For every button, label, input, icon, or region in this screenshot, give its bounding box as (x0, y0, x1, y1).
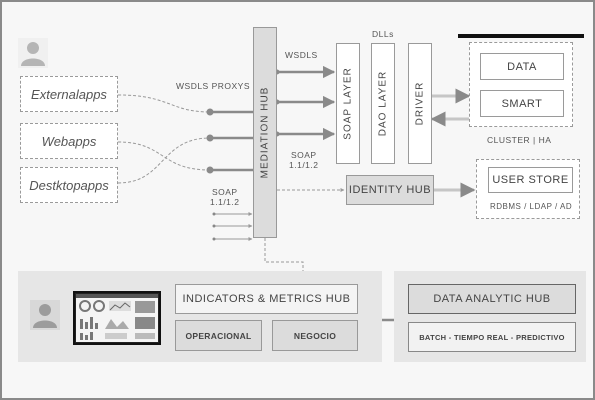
user-icon (30, 300, 60, 330)
soap-version-left: SOAP 1.1/1.2 (210, 187, 240, 207)
cluster-label: CLUSTER | HA (487, 135, 552, 145)
proxy-node (206, 134, 214, 142)
analytic-subtitle-box: BATCH - TIEMPO REAL - PREDICTIVO (408, 322, 576, 352)
header-bar (458, 34, 584, 38)
smart-box: SMART (480, 90, 564, 117)
user-store-subtitle: RDBMS / LDAP / AD (490, 202, 573, 211)
data-box: DATA (480, 53, 564, 80)
desktop-to-proxy-line (117, 137, 211, 184)
soap-layer: SOAP LAYER (336, 43, 360, 164)
identity-hub: IDENTITY HUB (346, 175, 434, 205)
user-store-box: USER STORE (488, 167, 573, 193)
dlls-label: DLLs (372, 29, 394, 39)
web-to-proxy-line (117, 141, 211, 171)
external-to-proxy-line (117, 94, 211, 113)
dashboard-thumbnail (73, 291, 161, 345)
operacional-box: OPERACIONAL (175, 320, 262, 351)
proxy-node (206, 166, 214, 174)
user-icon (18, 38, 48, 68)
driver-layer: DRIVER (408, 43, 432, 164)
soap-version-right: SOAP 1.1/1.2 (289, 150, 319, 170)
indicators-metrics-hub: INDICATORS & METRICS HUB (175, 284, 358, 314)
proxy-node (206, 108, 214, 116)
web-apps-box: Webapps (20, 123, 118, 159)
mediation-hub: MEDIATION HUB (253, 27, 277, 238)
wsdls-proxys-label: WSDLS PROXYS (176, 81, 251, 91)
external-apps-box: Externalapps (20, 76, 118, 112)
desktop-apps-box: Destktopapps (20, 167, 118, 203)
negocio-box: NEGOCIO (272, 320, 358, 351)
data-analytic-hub: DATA ANALYTIC HUB (408, 284, 576, 314)
dao-layer: DAO LAYER (371, 43, 395, 164)
wsdls-label: WSDLS (285, 50, 318, 60)
